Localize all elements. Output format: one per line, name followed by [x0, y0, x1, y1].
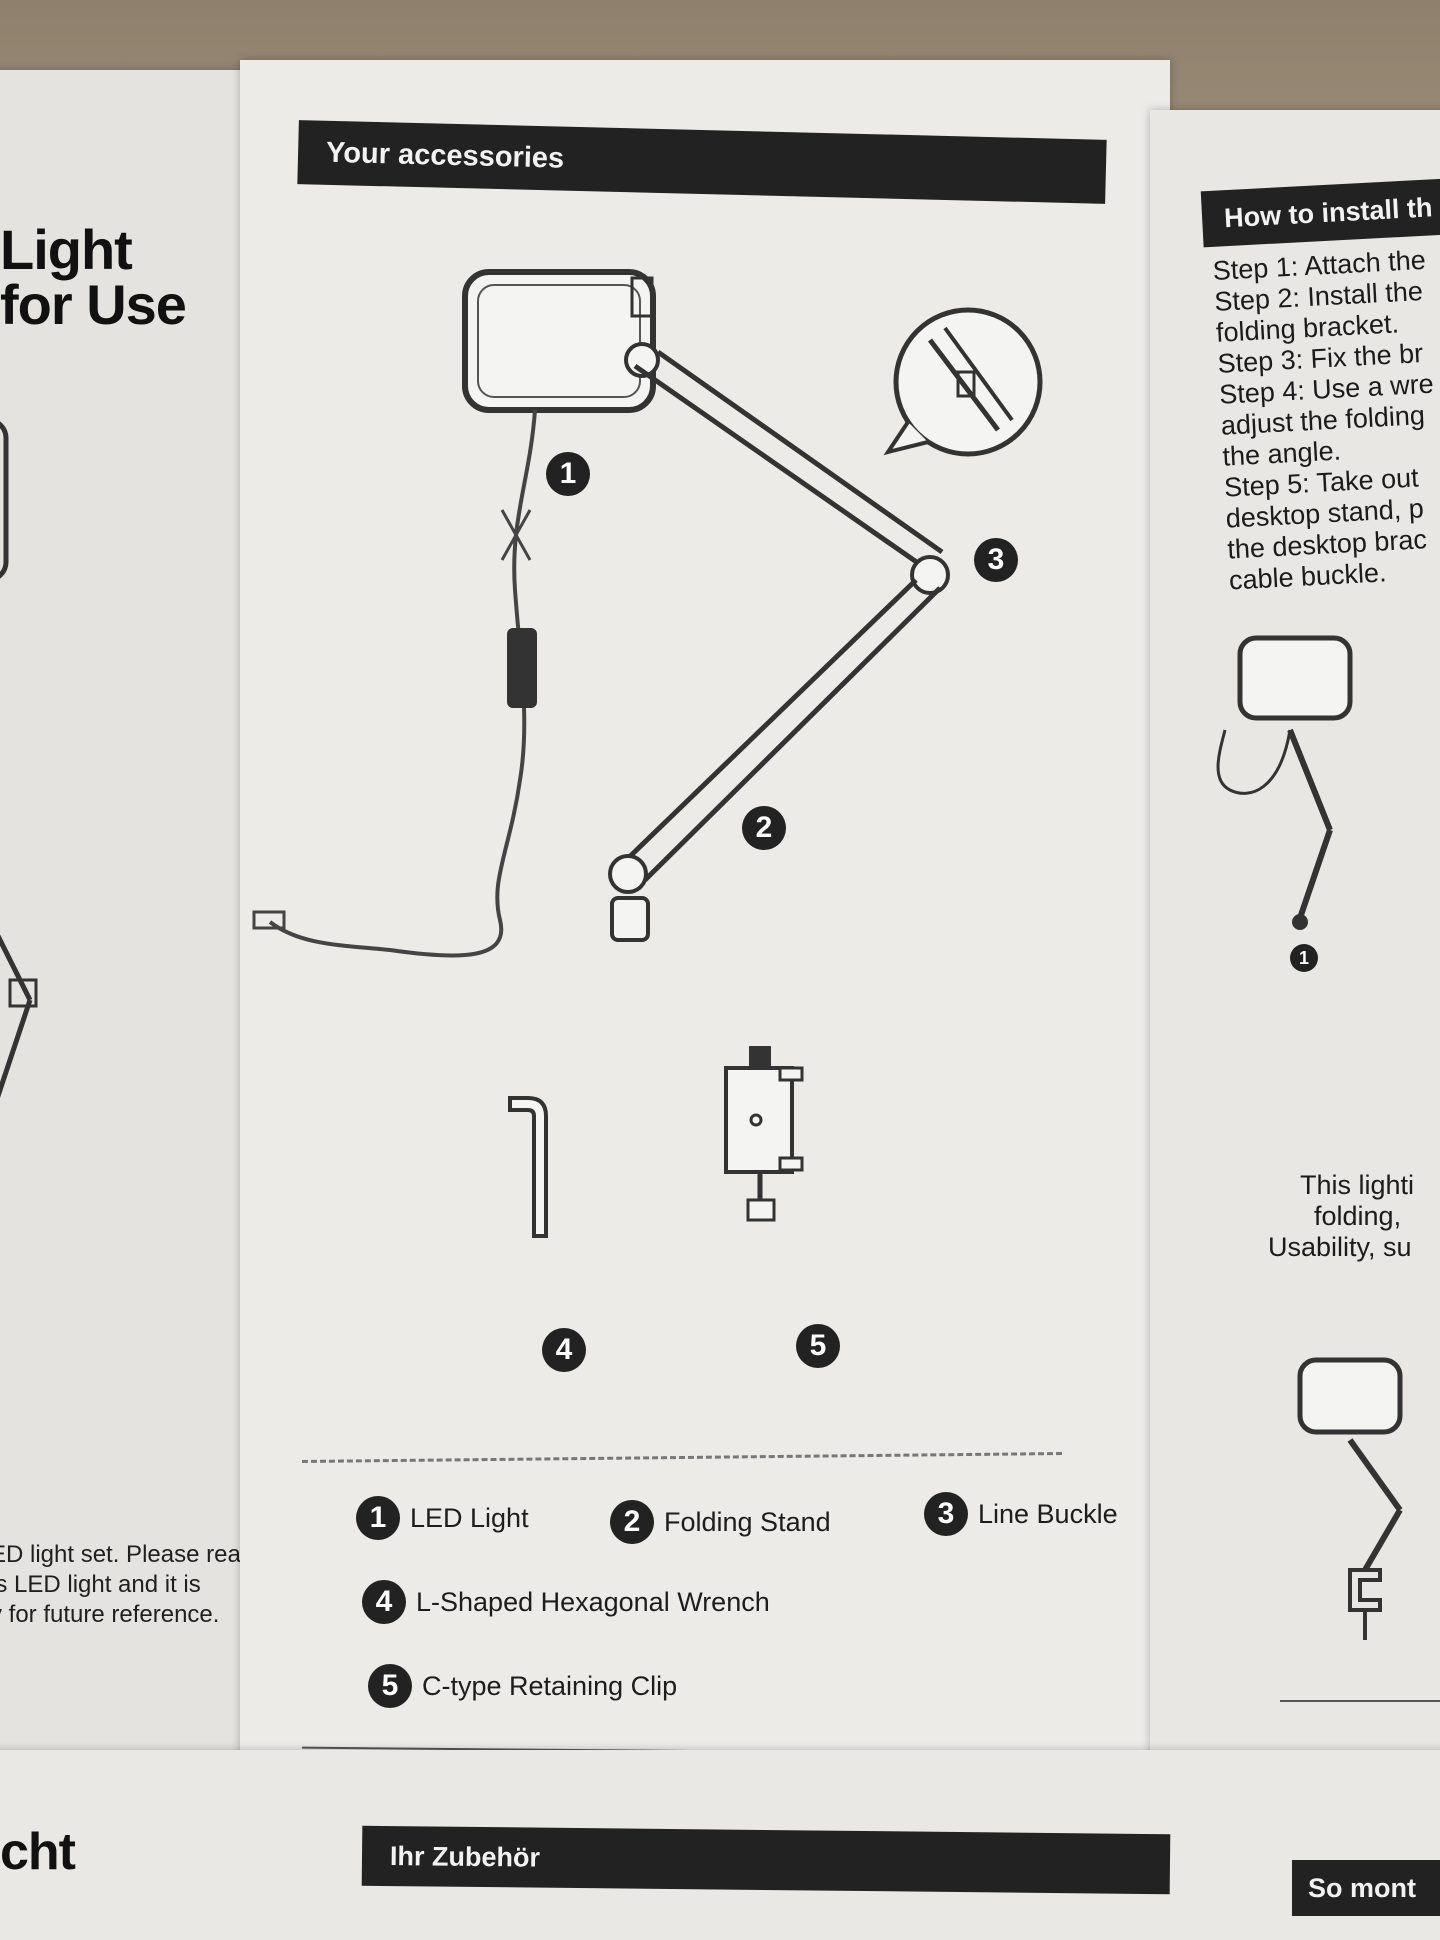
install-panel: How to install th Step 1: Attach the Ste… — [1150, 110, 1440, 1790]
install-rule — [1280, 1700, 1440, 1702]
intro-line-3: y for future reference. — [0, 1601, 220, 1628]
callout-2: 2 — [742, 806, 786, 850]
german-accessories-header: Ihr Zubehör — [361, 1825, 1171, 1895]
line-buckle-zoom-illustration — [883, 307, 1043, 457]
callout-5: 5 — [796, 1324, 840, 1368]
legend-num-4: 4 — [362, 1580, 406, 1624]
install-figure-num: 1 — [1290, 944, 1318, 972]
callout-4: 4 — [542, 1328, 586, 1372]
legend-hex-wrench: 4 L-Shaped Hexagonal Wrench — [362, 1580, 770, 1624]
legend-line-buckle: 3 Line Buckle — [924, 1492, 1118, 1536]
german-section: cht Ihr Zubehör So mont — [0, 1750, 1440, 1940]
callout-3: 3 — [974, 538, 1018, 582]
legend-num-2: 2 — [610, 1500, 654, 1544]
left-title-line1: Light — [0, 218, 133, 281]
german-install-header-text: So mont — [1308, 1872, 1416, 1903]
note-line-1: This lighti — [1300, 1170, 1415, 1200]
german-install-header: So mont — [1292, 1860, 1440, 1916]
intro-line-2: is LED light and it is — [0, 1571, 201, 1598]
install-step5-illustration — [1297, 1357, 1403, 1640]
intro-line-1: ED light set. Please read — [0, 1541, 255, 1568]
german-accessories-header-text: Ihr Zubehör — [389, 1840, 541, 1873]
left-title-line2: for Use — [0, 273, 187, 336]
legend-label-2: Folding Stand — [664, 1506, 831, 1537]
legend-num-5: 5 — [368, 1664, 412, 1708]
legend-label-1: LED Light — [410, 1502, 529, 1533]
c-clip-illustration — [724, 1046, 804, 1222]
folding-stand-illustration — [608, 276, 950, 942]
callout-1: 1 — [546, 452, 590, 496]
install-note: This lighti folding, Usability, su — [1260, 1170, 1440, 1263]
legend-label-4: L-Shaped Hexagonal Wrench — [416, 1586, 770, 1617]
install-step1-illustration — [1216, 635, 1353, 930]
legend-c-clip: 5 C-type Retaining Clip — [368, 1664, 677, 1708]
legend-folding-stand: 2 Folding Stand — [610, 1500, 831, 1544]
legend-led-light: 1 LED Light — [356, 1496, 529, 1540]
partial-stand-illustration — [0, 421, 38, 1098]
legend-num-3: 3 — [924, 1492, 968, 1536]
note-line-3: Usability, su — [1268, 1232, 1412, 1262]
led-light-illustration — [252, 269, 656, 958]
note-line-2: folding, — [1314, 1201, 1402, 1231]
german-title-fragment: cht — [0, 1823, 76, 1881]
legend-label-5: C-type Retaining Clip — [422, 1670, 678, 1701]
legend-num-1: 1 — [356, 1496, 400, 1540]
accessories-panel: Your accessories — [240, 60, 1170, 1780]
legend-label-3: Line Buckle — [978, 1498, 1118, 1529]
dashed-divider — [302, 1452, 1062, 1463]
hex-wrench-illustration — [508, 1096, 548, 1238]
